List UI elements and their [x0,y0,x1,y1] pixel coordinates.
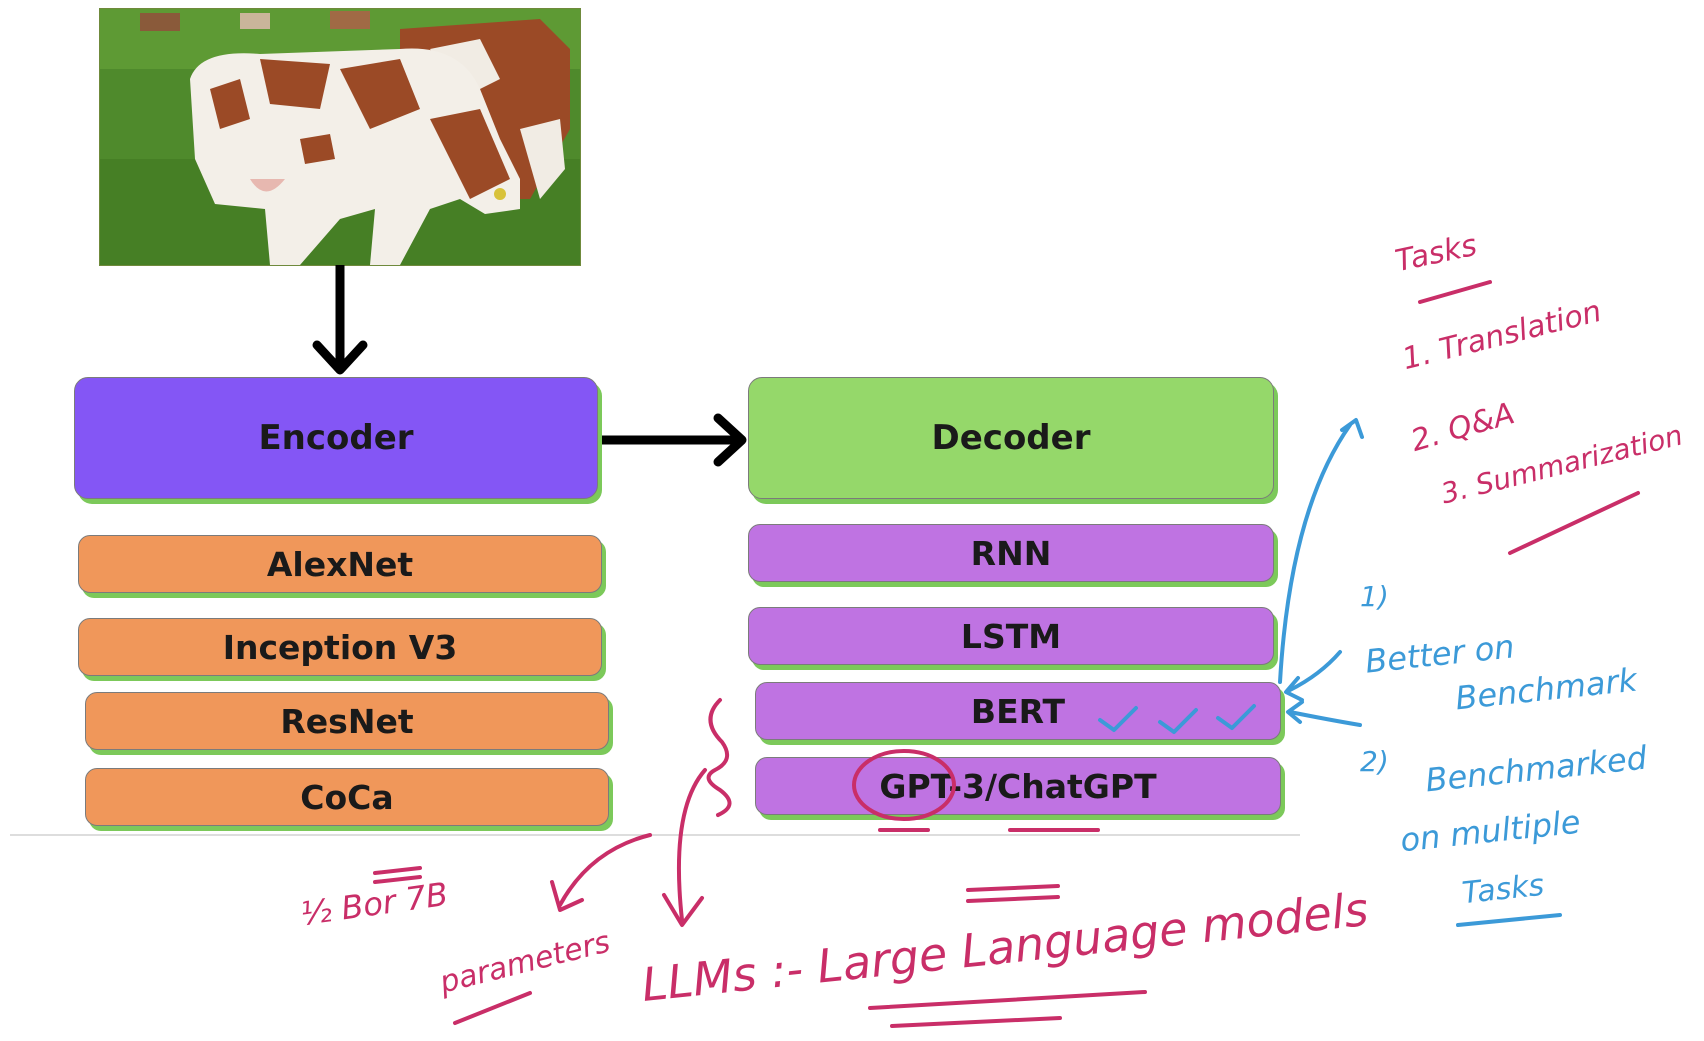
decoder-item-rnn: RNN [748,524,1274,582]
note-1-number: 1) [1360,580,1389,613]
encoder-item-label: Inception V3 [222,627,458,667]
gpt3-circle [852,749,956,821]
encoder-item-alexnet: AlexNet [78,535,602,593]
cow-image [100,9,580,265]
cow-photo [99,8,581,266]
decoder-item-label: GPT-3/ChatGPT [879,766,1157,806]
brace-stroke [706,698,732,817]
decoder-item-label: LSTM [960,616,1062,656]
decoder-item-label: RNN [970,533,1052,573]
decoder-item-lstm: LSTM [748,607,1274,665]
decoder-item-gpt3: GPT-3/ChatGPT [755,757,1281,815]
encoder-item-label: ResNet [280,701,414,741]
encoder-item-label: CoCa [300,777,394,817]
encoder-label: Encoder [258,418,414,458]
encoder-block: Encoder [74,377,598,499]
encoder-item-inception: Inception V3 [78,618,602,676]
divider-line [10,834,1300,836]
encoder-item-label: AlexNet [266,544,414,584]
decoder-item-label: BERT [970,691,1066,731]
encoder-item-coca: CoCa [85,768,609,826]
note-2-number: 2) [1360,745,1389,778]
decoder-block: Decoder [748,377,1274,499]
check-marks [1098,704,1256,734]
encoder-item-resnet: ResNet [85,692,609,750]
decoder-label: Decoder [931,418,1091,458]
